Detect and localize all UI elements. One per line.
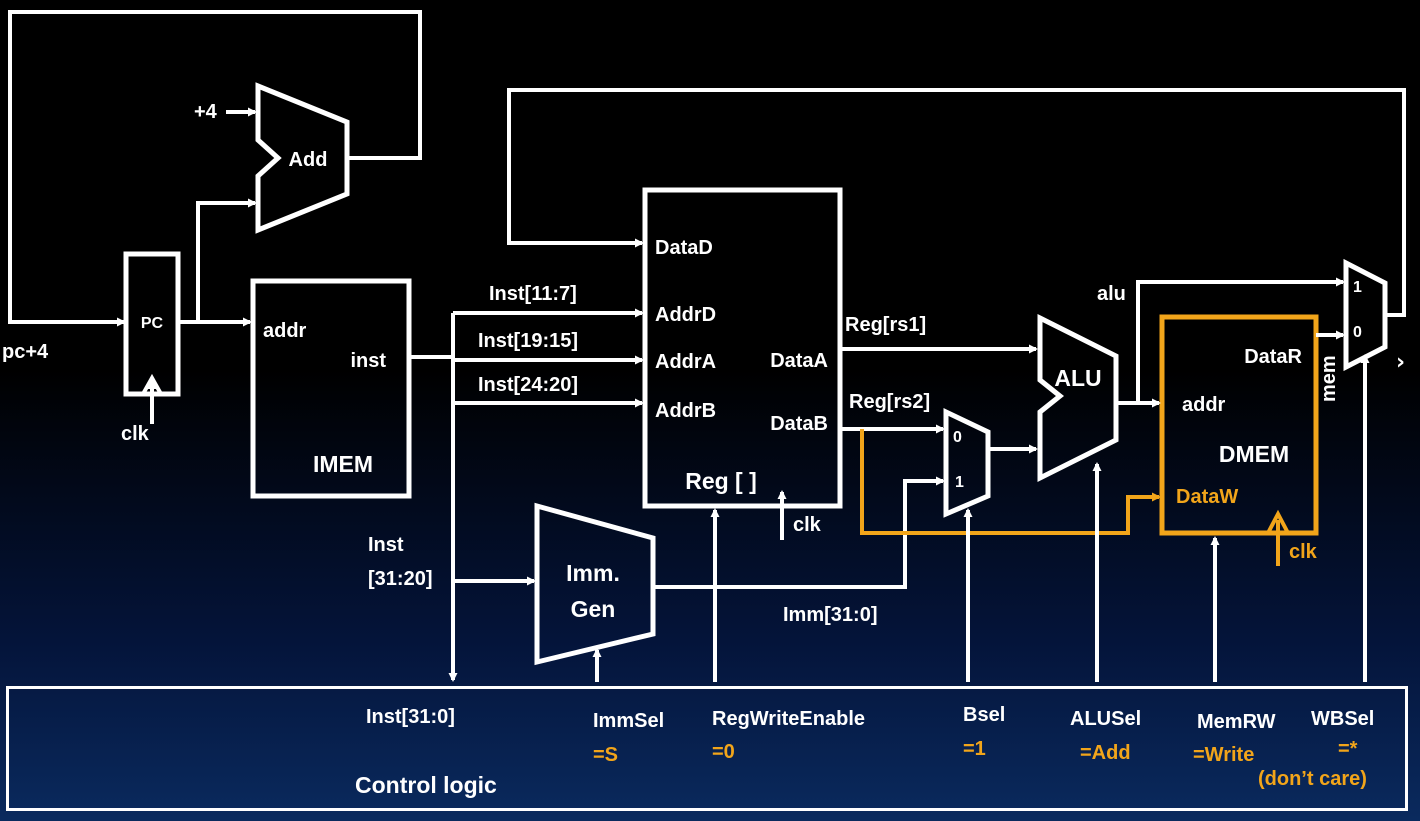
pc-plus4-label: pc+4 — [2, 341, 49, 363]
datad-label: DataD — [655, 237, 713, 259]
regwriteenable-label: RegWriteEnable — [712, 708, 865, 730]
wire-labels: pc+4 +4 clk Inst[11:7] Inst[19:15] Inst[… — [2, 101, 1340, 626]
pc-feedback-wire — [8, 10, 422, 327]
immsel-value: =S — [593, 744, 618, 766]
inst-11-7-label: Inst[11:7] — [489, 283, 577, 305]
chevron-right-icon[interactable]: › — [1396, 350, 1406, 375]
plus4-label: +4 — [194, 101, 218, 123]
datab-label: DataB — [770, 413, 828, 435]
control-logic-panel — [6, 686, 1408, 811]
imem-addr-label: addr — [263, 320, 307, 342]
memrw-label: MemRW — [1197, 711, 1276, 733]
wbsel-value: =* — [1338, 738, 1358, 760]
dmem-clk-label: clk — [1289, 541, 1318, 563]
dmem-addr-label: addr — [1182, 394, 1226, 416]
alu-label: ALU — [1054, 365, 1101, 391]
alu-wire-label: alu — [1097, 283, 1126, 305]
wb-mux-0: 0 — [1353, 324, 1362, 341]
wbsel-label: WBSel — [1311, 708, 1374, 730]
bsel-label: Bsel — [963, 704, 1005, 726]
imm-gen-label-2: Gen — [571, 596, 616, 622]
pc-clk-label: clk — [121, 423, 150, 445]
alu-to-wbmux-wire — [1136, 277, 1345, 403]
bsel-value: =1 — [963, 738, 986, 760]
reg-label: Reg [ ] — [685, 468, 757, 494]
dmem-label: DMEM — [1219, 441, 1289, 467]
dataw-label: DataW — [1176, 486, 1238, 508]
memrw-value: =Write — [1193, 744, 1254, 766]
inst-19-15-label: Inst[19:15] — [478, 330, 578, 352]
bsel-mux-0: 0 — [953, 429, 962, 446]
rs2-to-dataw-wire — [860, 429, 1161, 535]
dataa-label: DataA — [770, 350, 828, 372]
immsel-label: ImmSel — [593, 710, 664, 732]
wb-mux-1: 1 — [1353, 279, 1362, 296]
inst-31-20-label-2: [31:20] — [368, 568, 432, 590]
wires — [8, 10, 1406, 682]
addrd-label: AddrD — [655, 304, 716, 326]
reg-rs2-label: Reg[rs2] — [849, 391, 930, 413]
mem-label: mem — [1318, 355, 1340, 402]
pc-register: PC — [123, 251, 181, 397]
register-file: DataD AddrD AddrA AddrB DataA DataB Reg … — [642, 187, 843, 509]
imem-block: addr inst IMEM — [250, 278, 412, 499]
pc-to-add-wire — [178, 198, 257, 324]
addra-label: AddrA — [655, 351, 716, 373]
reg-rs1-label: Reg[rs1] — [845, 314, 926, 336]
alusel-value: =Add — [1080, 742, 1131, 764]
pc-clock-triangle — [141, 373, 163, 395]
add-label: Add — [289, 149, 328, 171]
alu-block: ALU — [1037, 313, 1119, 483]
bsel-mux: 0 1 — [943, 408, 991, 518]
dmem-clock-triangle — [1266, 509, 1290, 534]
control-labels: Inst[31:0] ImmSel =S RegWriteEnable =0 B… — [355, 704, 1374, 798]
reg-clk-label: clk — [793, 514, 822, 536]
imm-31-0-label: Imm[31:0] — [783, 604, 877, 626]
imm-gen-block: Imm. Gen — [534, 502, 656, 666]
bsel-mux-1: 1 — [955, 474, 964, 491]
datar-label: DataR — [1244, 346, 1302, 368]
inst-31-20-label-1: Inst — [368, 534, 404, 556]
alusel-label: ALUSel — [1070, 708, 1141, 730]
wbsel-note: (don’t care) — [1258, 768, 1367, 790]
wbsel-mux: 1 0 — [1343, 258, 1388, 372]
addrb-label: AddrB — [655, 400, 716, 422]
inst-24-20-label: Inst[24:20] — [478, 374, 578, 396]
imm-gen-label-1: Imm. — [566, 560, 620, 586]
control-inst-label: Inst[31:0] — [366, 706, 455, 728]
imem-label: IMEM — [313, 451, 373, 477]
dmem-block: DataR addr DMEM DataW — [1159, 314, 1319, 536]
regwriteenable-value: =0 — [712, 741, 735, 763]
control-logic-title: Control logic — [355, 772, 497, 798]
writeback-wire — [507, 88, 1406, 317]
pc-adder: Add — [255, 82, 350, 234]
pc-label: PC — [141, 315, 164, 332]
imem-inst-label: inst — [350, 350, 386, 372]
